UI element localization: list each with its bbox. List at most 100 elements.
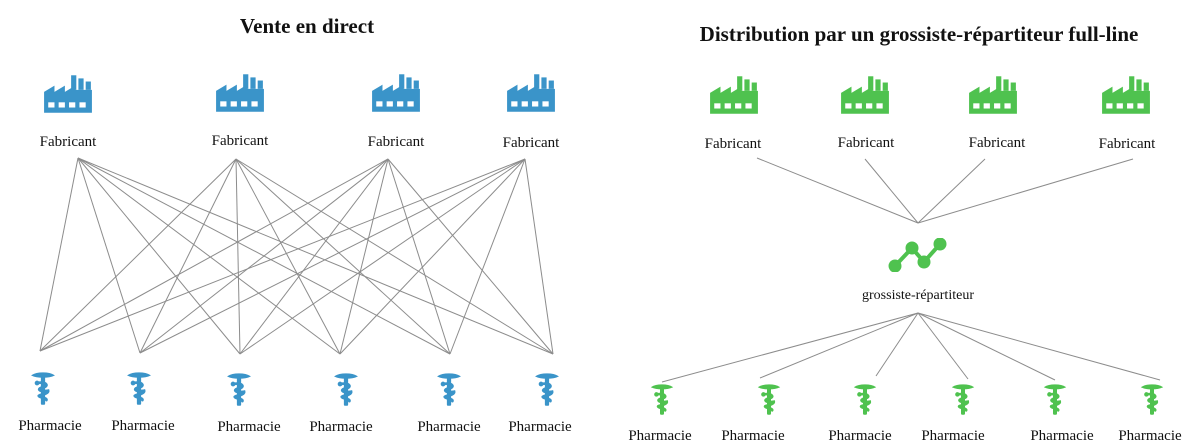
pharmacy-label: Pharmacie (921, 428, 985, 441)
direct-sale-line (139, 158, 526, 354)
factory-icon (372, 74, 420, 112)
pharmacy-label: Pharmacie (721, 428, 785, 441)
delivery-line (875, 312, 919, 377)
left-manufacturer-2: Fabricant (212, 74, 269, 149)
direct-sale-line (77, 157, 241, 355)
supply-line (917, 158, 1134, 224)
direct-sale-line (235, 158, 451, 355)
right-manufacturer-4: Fabricant (1099, 76, 1156, 152)
left-diagram-title: Vente en direct (240, 14, 374, 38)
right-pharmacy-5: Pharmacie (1030, 384, 1094, 441)
caduceus-icon (226, 373, 252, 407)
supply-line (917, 158, 986, 224)
direct-sale-line (39, 158, 389, 352)
right-manufacturer-3: Fabricant (969, 76, 1026, 151)
left-pharmacy-5: Pharmacie (417, 373, 481, 435)
direct-sale-line (449, 158, 526, 355)
pharmacy-label: Pharmacie (628, 428, 692, 441)
right-diagram: Distribution par un grossiste-répartiteu… (628, 22, 1182, 441)
right-pharmacy-6: Pharmacie (1118, 384, 1182, 441)
caduceus-icon (1140, 384, 1164, 416)
pharmacy-label: Pharmacie (1118, 428, 1182, 441)
direct-sale-line (39, 158, 526, 352)
manufacturer-label: Fabricant (969, 135, 1026, 151)
left-pharmacy-6: Pharmacie (508, 373, 572, 435)
direct-sale-line (77, 157, 554, 355)
pharmacy-label: Pharmacie (217, 419, 281, 435)
direct-sale-line (339, 158, 389, 355)
right-connection-lines (661, 157, 1161, 383)
manufacturer-label: Fabricant (705, 136, 762, 152)
factory-icon (1102, 76, 1150, 114)
pharmacy-label: Pharmacie (417, 419, 481, 435)
left-pharmacy-2: Pharmacie (111, 372, 175, 434)
caduceus-icon (436, 373, 462, 407)
left-connection-lines (39, 157, 554, 355)
direct-sale-line (39, 157, 79, 352)
manufacturer-label: Fabricant (40, 134, 97, 150)
caduceus-icon (1043, 384, 1067, 416)
factory-icon (969, 76, 1017, 114)
manufacturer-label: Fabricant (212, 133, 269, 149)
pharmacy-label: Pharmacie (309, 419, 373, 435)
direct-sale-line (39, 158, 237, 352)
pharmacy-label: Pharmacie (18, 418, 82, 434)
factory-icon (44, 75, 92, 113)
supply-line (756, 157, 919, 224)
left-manufacturer-1: Fabricant (40, 75, 97, 150)
left-manufacturer-4: Fabricant (503, 74, 560, 151)
factory-icon (507, 74, 555, 112)
pharmacy-label: Pharmacie (111, 418, 175, 434)
right-pharmacy-3: Pharmacie (828, 384, 892, 441)
direct-sale-line (239, 158, 526, 355)
direct-sale-line (239, 158, 389, 355)
direct-sale-line (387, 158, 451, 355)
left-pharmacy-3: Pharmacie (217, 373, 281, 435)
wholesaler-node: grossiste-répartiteur (862, 238, 974, 303)
right-manufacturer-1: Fabricant (705, 76, 762, 152)
wholesaler-label: grossiste-répartiteur (862, 288, 974, 303)
direct-sale-line (387, 158, 554, 355)
direct-sale-line (139, 158, 389, 354)
direct-sale-line (235, 158, 241, 355)
left-diagram: Vente en direct Fabricant Fabricant Fabr… (18, 14, 572, 435)
manufacturer-label: Fabricant (503, 135, 560, 151)
right-diagram-title: Distribution par un grossiste-répartiteu… (700, 22, 1139, 46)
manufacturer-label: Fabricant (1099, 136, 1156, 152)
caduceus-icon (951, 384, 975, 416)
direct-sale-line (339, 158, 526, 355)
direct-sale-line (235, 158, 341, 355)
right-pharmacy-4: Pharmacie (921, 384, 985, 441)
delivery-line (917, 312, 1161, 381)
right-manufacturer-2: Fabricant (838, 76, 895, 151)
caduceus-icon (853, 384, 877, 416)
factory-icon (710, 76, 758, 114)
caduceus-icon (534, 373, 560, 407)
caduceus-icon (333, 373, 359, 407)
pharmacy-label: Pharmacie (1030, 428, 1094, 441)
factory-icon (841, 76, 889, 114)
direct-sale-line (524, 158, 554, 355)
manufacturer-label: Fabricant (368, 134, 425, 150)
caduceus-icon (126, 372, 152, 406)
pharmacy-label: Pharmacie (508, 419, 572, 435)
left-manufacturer-3: Fabricant (368, 74, 425, 150)
pharmacy-label: Pharmacie (828, 428, 892, 441)
delivery-line (759, 312, 919, 379)
delivery-line (917, 312, 1056, 381)
left-pharmacy-1: Pharmacie (18, 372, 82, 434)
caduceus-icon (30, 372, 56, 406)
factory-icon (216, 74, 264, 112)
direct-sale-line (77, 157, 341, 355)
direct-sale-line (139, 158, 237, 354)
direct-sale-line (77, 157, 141, 354)
direct-sale-line (235, 158, 554, 355)
delivery-line (917, 312, 969, 380)
caduceus-icon (757, 384, 781, 416)
right-pharmacy-1: Pharmacie (628, 384, 692, 441)
supply-line (864, 158, 919, 224)
right-pharmacy-2: Pharmacie (721, 384, 785, 441)
manufacturer-label: Fabricant (838, 135, 895, 151)
delivery-line (661, 312, 919, 383)
